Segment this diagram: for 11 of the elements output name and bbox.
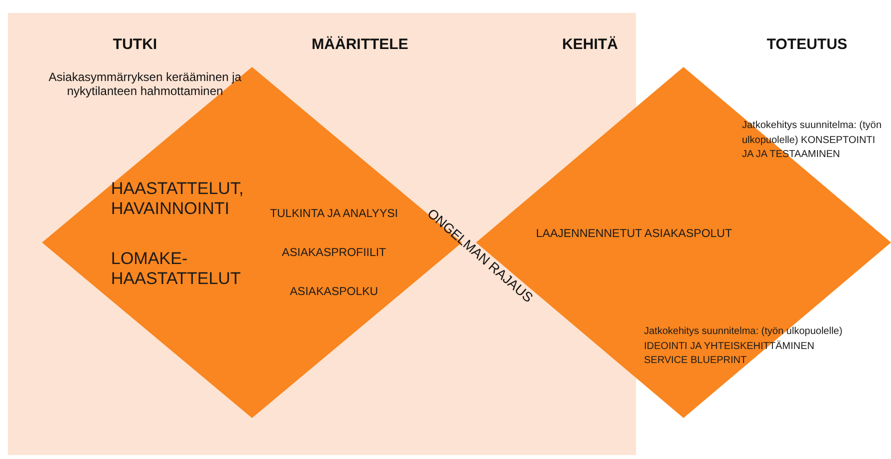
diamond-text: ASIAKASPOLKU — [288, 286, 380, 300]
note-text: Asiakasymmärryksen kerääminen ja nykytilanteen hahmottaminen — [48, 71, 242, 99]
diamond-text: LAAJENNENNETUT ASIAKASPOLUT — [536, 228, 733, 242]
diamond-text: LOMAKE- HAASTATTELUT — [111, 249, 242, 290]
phase-heading: KEHITÄ — [561, 36, 619, 54]
phase-heading: TOTEUTUS — [766, 36, 848, 54]
diamond-text: TULKINTA JA ANALYYSI — [268, 208, 400, 222]
diamond-text: HAASTATTELUT, HAVAINNOINTI — [111, 179, 245, 220]
phase-heading: TUTKI — [112, 36, 158, 54]
diamond-text: ASIAKASPROFIILIT — [280, 247, 388, 261]
phase-heading: MÄÄRITTELE — [310, 36, 410, 54]
